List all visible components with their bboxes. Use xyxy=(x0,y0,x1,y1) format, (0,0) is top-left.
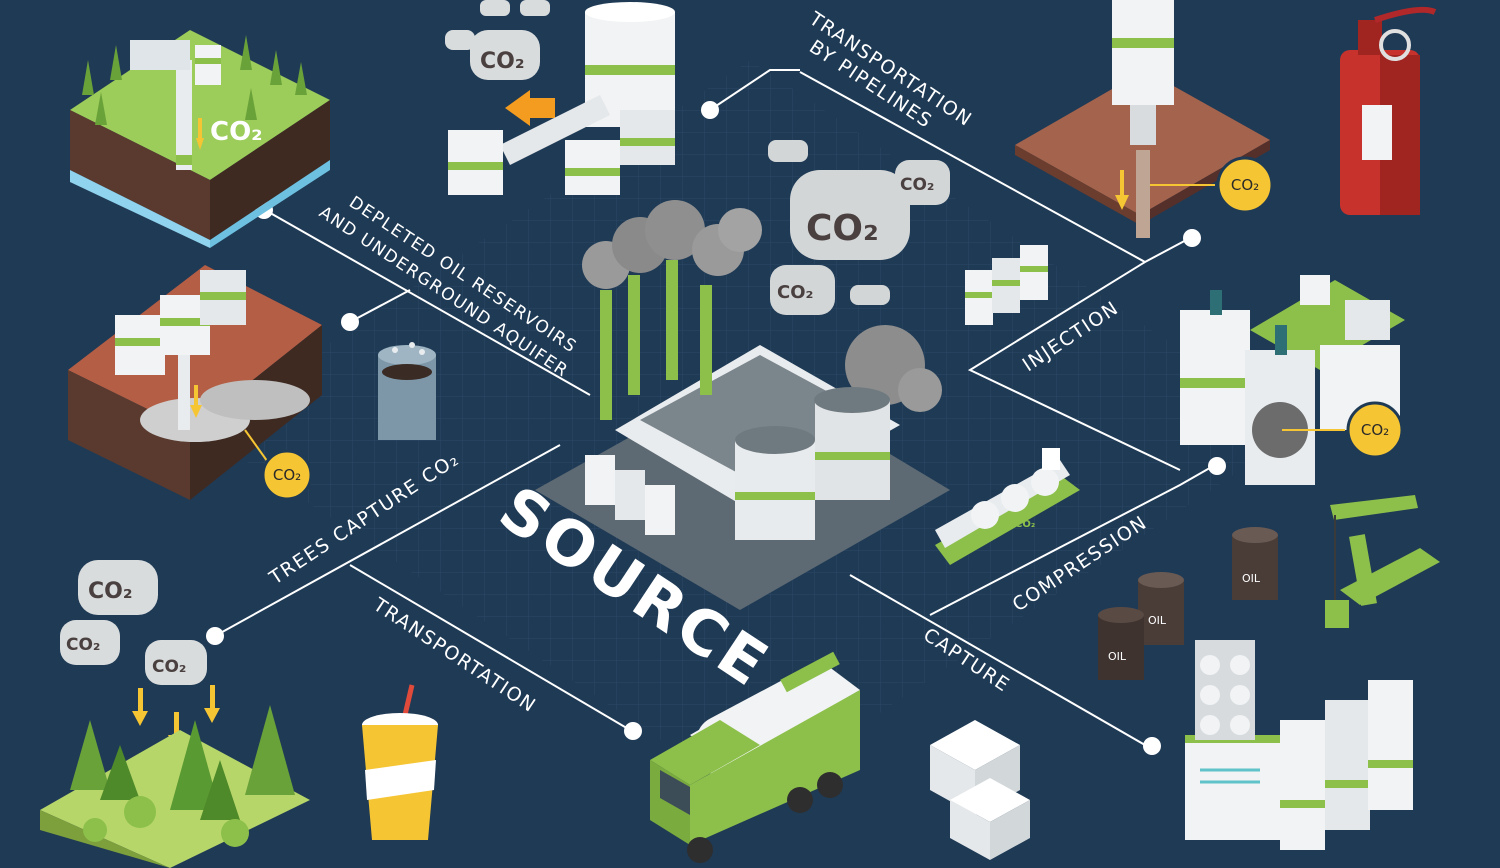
co2-tank-truck-icon: CO₂ xyxy=(650,651,860,863)
oil-barrel-label-3: OIL xyxy=(1108,650,1127,663)
oil-barrel-label-1: OIL xyxy=(1242,572,1261,585)
oil-pumpjack-icon xyxy=(1325,495,1440,628)
oil-barrel-icon: OIL OIL OIL xyxy=(1098,527,1278,680)
co2-small-cloud-text-1: CO₂ xyxy=(900,175,934,195)
co2-tanker-ship-icon: CO₂ xyxy=(935,448,1080,565)
co2-badge-compression: CO₂ xyxy=(1361,421,1389,439)
co2-badge-injection: CO₂ xyxy=(1231,176,1259,194)
aquifer-storage-icon: CO₂ xyxy=(70,30,330,248)
co2-center-cloud-text: CO₂ xyxy=(806,208,879,249)
connector-lines xyxy=(214,69,1216,746)
capture-facility-icon xyxy=(1185,640,1413,850)
co2-cloud-icon: CO₂ CO₂ CO₂ xyxy=(768,140,950,315)
pipeline-storage-icon: CO₂ xyxy=(445,0,675,195)
co2-cloud-text-3: CO₂ xyxy=(152,657,186,677)
co2-aquifer-text: CO₂ xyxy=(210,117,263,147)
co2-truck-text: CO₂ xyxy=(790,748,818,764)
co2-small-cloud-text-2: CO₂ xyxy=(777,282,813,303)
co2-ship-text: CO₂ xyxy=(1015,519,1035,530)
oil-barrel-label-2: OIL xyxy=(1148,614,1167,627)
cylinder-stack-icon xyxy=(965,245,1048,325)
co2-badge-reservoir: CO₂ xyxy=(273,466,301,484)
gas-canister-icon xyxy=(378,342,436,440)
co2-cloud-text-1: CO₂ xyxy=(88,579,132,604)
co2-cloud-icon: CO₂ CO₂ CO₂ xyxy=(60,560,207,685)
fire-extinguisher-icon xyxy=(1340,6,1437,215)
compression-plant-icon: CO₂ xyxy=(1180,275,1405,485)
co2-pipeline-cloud-text: CO₂ xyxy=(480,49,524,74)
dry-ice-cubes-icon xyxy=(930,720,1030,860)
depleted-reservoir-icon: CO₂ xyxy=(68,265,322,501)
factory-source-icon xyxy=(535,200,950,610)
soda-cup-icon xyxy=(362,684,438,840)
co2-cloud-text-2: CO₂ xyxy=(66,635,100,655)
injection-well-icon: CO₂ xyxy=(1015,0,1274,238)
trees-capture-icon: CO₂ CO₂ CO₂ xyxy=(40,560,310,868)
